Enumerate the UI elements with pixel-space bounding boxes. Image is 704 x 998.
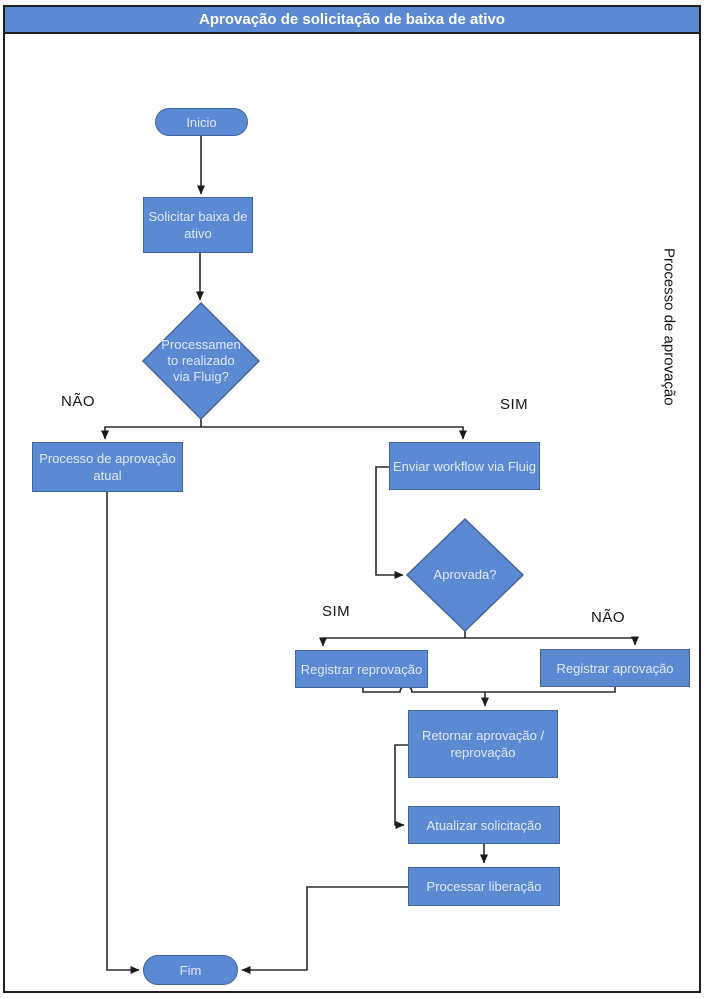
connector-decisao-nao	[101, 426, 201, 440]
node-registrar-aprovacao: Registrar aprovação	[540, 649, 690, 687]
node-inicio-label: Inicio	[186, 114, 217, 130]
node-enviar-workflow-label: Enviar workflow via Fluig	[392, 458, 537, 474]
decision-fluig-shape	[141, 301, 261, 421]
page-title: Aprovação de solicitação de baixa de ati…	[199, 11, 505, 28]
decision-fluig-line2: to realizado	[167, 353, 235, 368]
node-retornar: Retornar aprovação / reprovação	[408, 710, 558, 778]
title-bar: Aprovação de solicitação de baixa de ati…	[3, 5, 701, 34]
node-fim-label: Fim	[179, 962, 202, 978]
connector-enviar-aprovada	[375, 466, 404, 579]
decision-aprovada-label: Aprovada?	[407, 567, 523, 583]
node-registrar-reprovacao-label: Registrar reprovação	[300, 661, 423, 677]
decision-fluig-line1: Processamen	[161, 337, 241, 352]
branch-label-fluig-sim: SIM	[500, 396, 529, 413]
decision-aprovada-text: Aprovada?	[433, 567, 497, 582]
decision-fluig-line3: via Fluig?	[173, 369, 229, 384]
node-atualizar-label: Atualizar solicitação	[426, 817, 542, 833]
connector-aprovacao-merge	[485, 687, 616, 693]
node-processar: Processar liberação	[408, 867, 560, 906]
node-registrar-aprovacao-label: Registrar aprovação	[556, 660, 674, 676]
node-retornar-line1: Retornar aprovação /	[421, 728, 545, 743]
node-retornar-line2: reprovação	[450, 745, 516, 760]
node-inicio: Inicio	[155, 108, 248, 136]
connector-retornar-atualizar	[394, 744, 408, 829]
branch-label-fluig-nao: NÃO	[61, 393, 96, 410]
decision-fluig-label: Processamen to realizado via Fluig?	[143, 336, 259, 386]
branch-label-aprovada-sim: SIM	[322, 603, 351, 620]
decision-aprovada-shape	[405, 517, 525, 633]
connector-atual-fim	[106, 492, 140, 974]
connector-aprovada-nao	[465, 636, 639, 646]
connector-processar-fim	[241, 886, 408, 974]
node-registrar-reprovacao: Registrar reprovação	[295, 650, 428, 688]
branch-label-aprovada-nao: NÃO	[591, 609, 626, 626]
node-processo-atual: Processo de aprovação atual	[32, 442, 183, 492]
node-solicitar-line2: ativo	[184, 226, 212, 241]
connector-aprovada-sim	[319, 637, 465, 647]
node-atualizar: Atualizar solicitação	[408, 806, 560, 844]
lane-label: Processo de aprovação	[660, 248, 678, 406]
connector-decisao-sim	[201, 426, 467, 440]
node-solicitar-line1: Solicitar baixa de	[148, 209, 248, 224]
node-solicitar-baixa: Solicitar baixa de ativo	[143, 197, 253, 253]
node-processo-atual-line1: Processo de aprovação	[39, 451, 176, 466]
node-processo-atual-line2: atual	[93, 468, 122, 483]
node-processar-label: Processar liberação	[426, 879, 542, 894]
node-fim: Fim	[143, 955, 238, 985]
node-enviar-workflow: Enviar workflow via Fluig	[389, 442, 540, 490]
